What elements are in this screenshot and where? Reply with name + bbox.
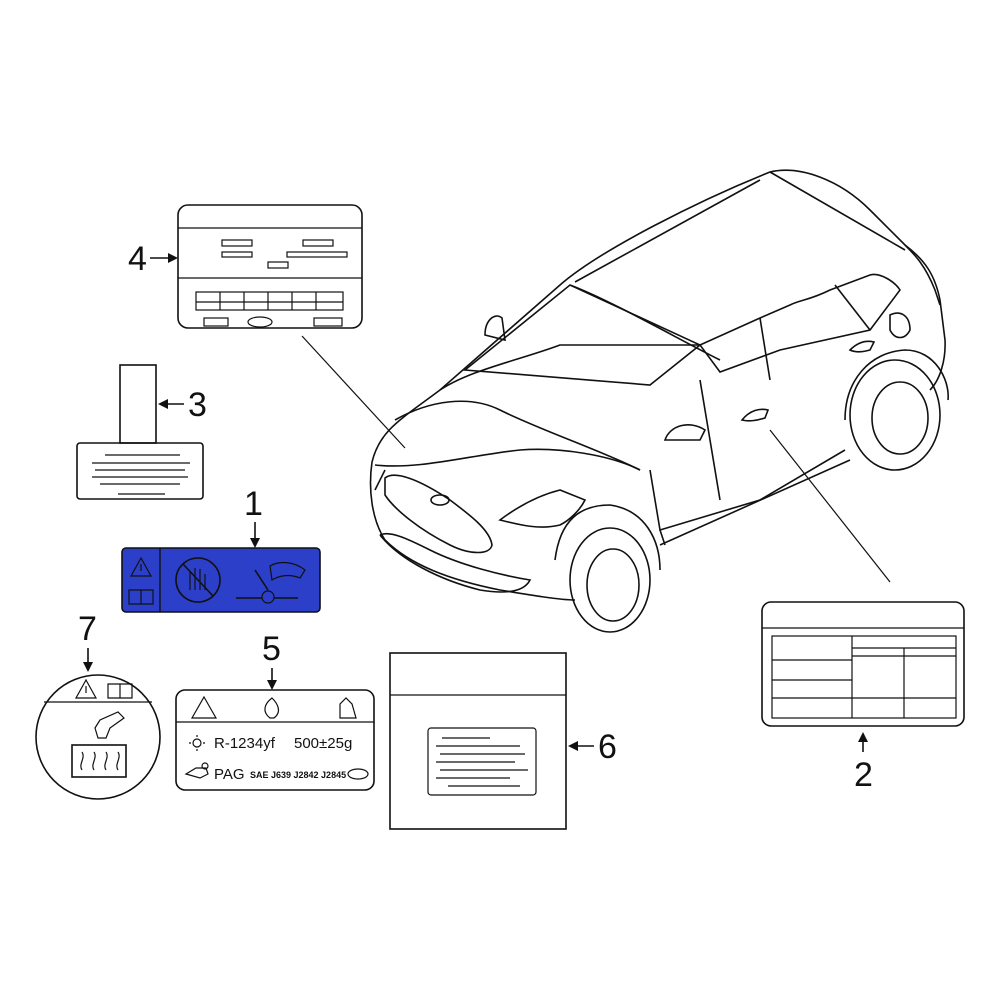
no-hand-icon [175, 557, 221, 603]
warning-icon [129, 556, 153, 577]
sae-standards: SAE J639 J2842 J2845 [250, 770, 346, 780]
oil-type: PAG [214, 766, 245, 783]
refrigerant-type: R-1234yf [214, 735, 276, 752]
part-4-label[interactable] [177, 204, 363, 329]
callout-1: 1 [244, 485, 263, 523]
callout-2: 2 [854, 756, 873, 794]
part-3-label[interactable] [76, 364, 204, 500]
sun-icon [189, 735, 205, 751]
glove-hand-icon [339, 697, 357, 719]
callout-3: 3 [188, 386, 207, 424]
glove-hand-icon [94, 711, 125, 739]
warning-icon [190, 695, 218, 719]
manual-book-icon [128, 589, 154, 605]
callout-5: 5 [262, 630, 281, 668]
part-6-label[interactable] [389, 652, 567, 830]
callout-4: 4 [128, 240, 147, 278]
part-2-tire-label[interactable] [761, 601, 965, 727]
leader-line-4 [301, 335, 406, 449]
manual-book-icon [107, 683, 133, 699]
refrigerant-charge: 500±25g [294, 735, 352, 752]
flame-icon [264, 697, 280, 719]
fan-hand-icon [236, 561, 306, 604]
oil-can-icon [184, 762, 209, 779]
heat-waves-icon [71, 744, 127, 778]
callout-7: 7 [78, 610, 97, 648]
part-1-warning-label[interactable] [121, 547, 321, 613]
part-5-ac-label[interactable]: R-1234yf 500±25g PAG SAE J639 J2842 J284… [175, 689, 375, 791]
callout-6: 6 [598, 728, 617, 766]
leader-line-2 [769, 429, 891, 583]
warning-icon [74, 678, 98, 699]
part-7-circle-label[interactable] [35, 674, 161, 800]
vehicle-illustration [369, 169, 949, 633]
